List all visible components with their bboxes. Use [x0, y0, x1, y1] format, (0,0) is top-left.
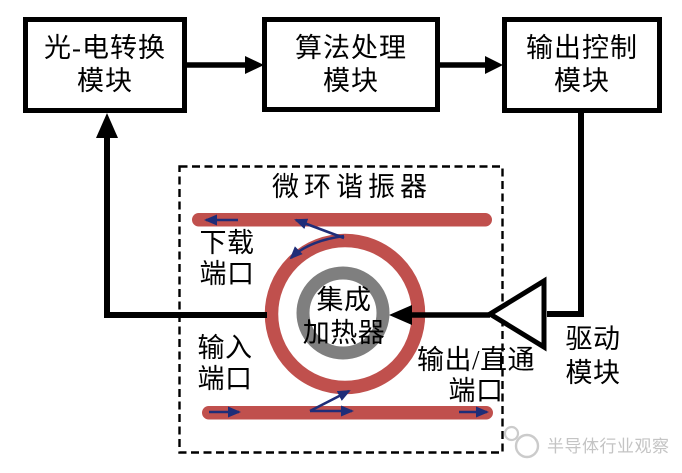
driver-module-label-line2: 模块 — [565, 358, 621, 388]
driver-module-label-line1: 驱动 — [565, 324, 621, 354]
input-port-label-line1: 输入 — [197, 333, 253, 363]
arrowhead-right-icon — [245, 56, 264, 74]
photoelectric-module-box: 光-电转换 模块 — [23, 17, 187, 113]
ring-to-drop-coupling-arrow-icon — [294, 218, 345, 240]
through-port-label-line2: 端口 — [448, 376, 504, 406]
input-waveguide-bar — [202, 406, 493, 420]
arrowhead-right-icon — [485, 56, 503, 74]
input-port-label-line2: 端口 — [197, 364, 253, 394]
heater-label-line2: 加热器 — [302, 318, 386, 348]
photoelectric-module-label-line2: 模块 — [77, 66, 133, 96]
ring-circulation-arrow-icon — [289, 234, 345, 260]
output-control-module-label-line2: 模块 — [554, 66, 610, 96]
watermark-text: 半导体行业观察 — [547, 437, 670, 456]
heater-ring — [296, 266, 390, 360]
driver-module-label: 驱动 模块 — [552, 322, 634, 390]
through-port-label: 输出/直通 端口 — [406, 345, 546, 407]
algorithm-module-label-line1: 算法处理 — [295, 32, 407, 63]
through-port-label-line1: 输出/直通 — [416, 345, 535, 375]
watermark-logo-icon — [514, 433, 540, 459]
input-port-label: 输入 端口 — [185, 333, 265, 395]
watermark-logo-small-circle-icon — [503, 425, 520, 442]
output-control-module-box: 输出控制 模块 — [502, 17, 662, 113]
heater-label: 集成 加热器 — [293, 284, 395, 350]
algorithm-module-box: 算法处理 模块 — [262, 17, 440, 112]
drop-port-label-line2: 端口 — [199, 259, 255, 289]
line-output-to-driver — [547, 113, 584, 317]
heater-label-line1: 集成 — [316, 285, 372, 315]
input-to-ring-coupling-arrow-icon — [309, 389, 351, 413]
arrowhead-left-icon — [389, 305, 412, 325]
algorithm-module-label-line2: 模块 — [323, 65, 379, 96]
feedback-line-ring-to-photoelectric — [104, 136, 267, 318]
output-control-module-label-line1: 输出控制 — [526, 33, 638, 63]
drop-port-label: 下载 端口 — [187, 228, 267, 290]
arrowhead-up-icon — [96, 113, 118, 138]
resonator-title: 微环谐振器 — [272, 172, 432, 202]
driver-amplifier-triangle-icon — [485, 276, 547, 352]
drop-port-label-line1: 下载 — [199, 228, 255, 258]
drop-waveguide-bar — [192, 213, 492, 227]
photoelectric-module-label-line1: 光-电转换 — [44, 33, 166, 63]
